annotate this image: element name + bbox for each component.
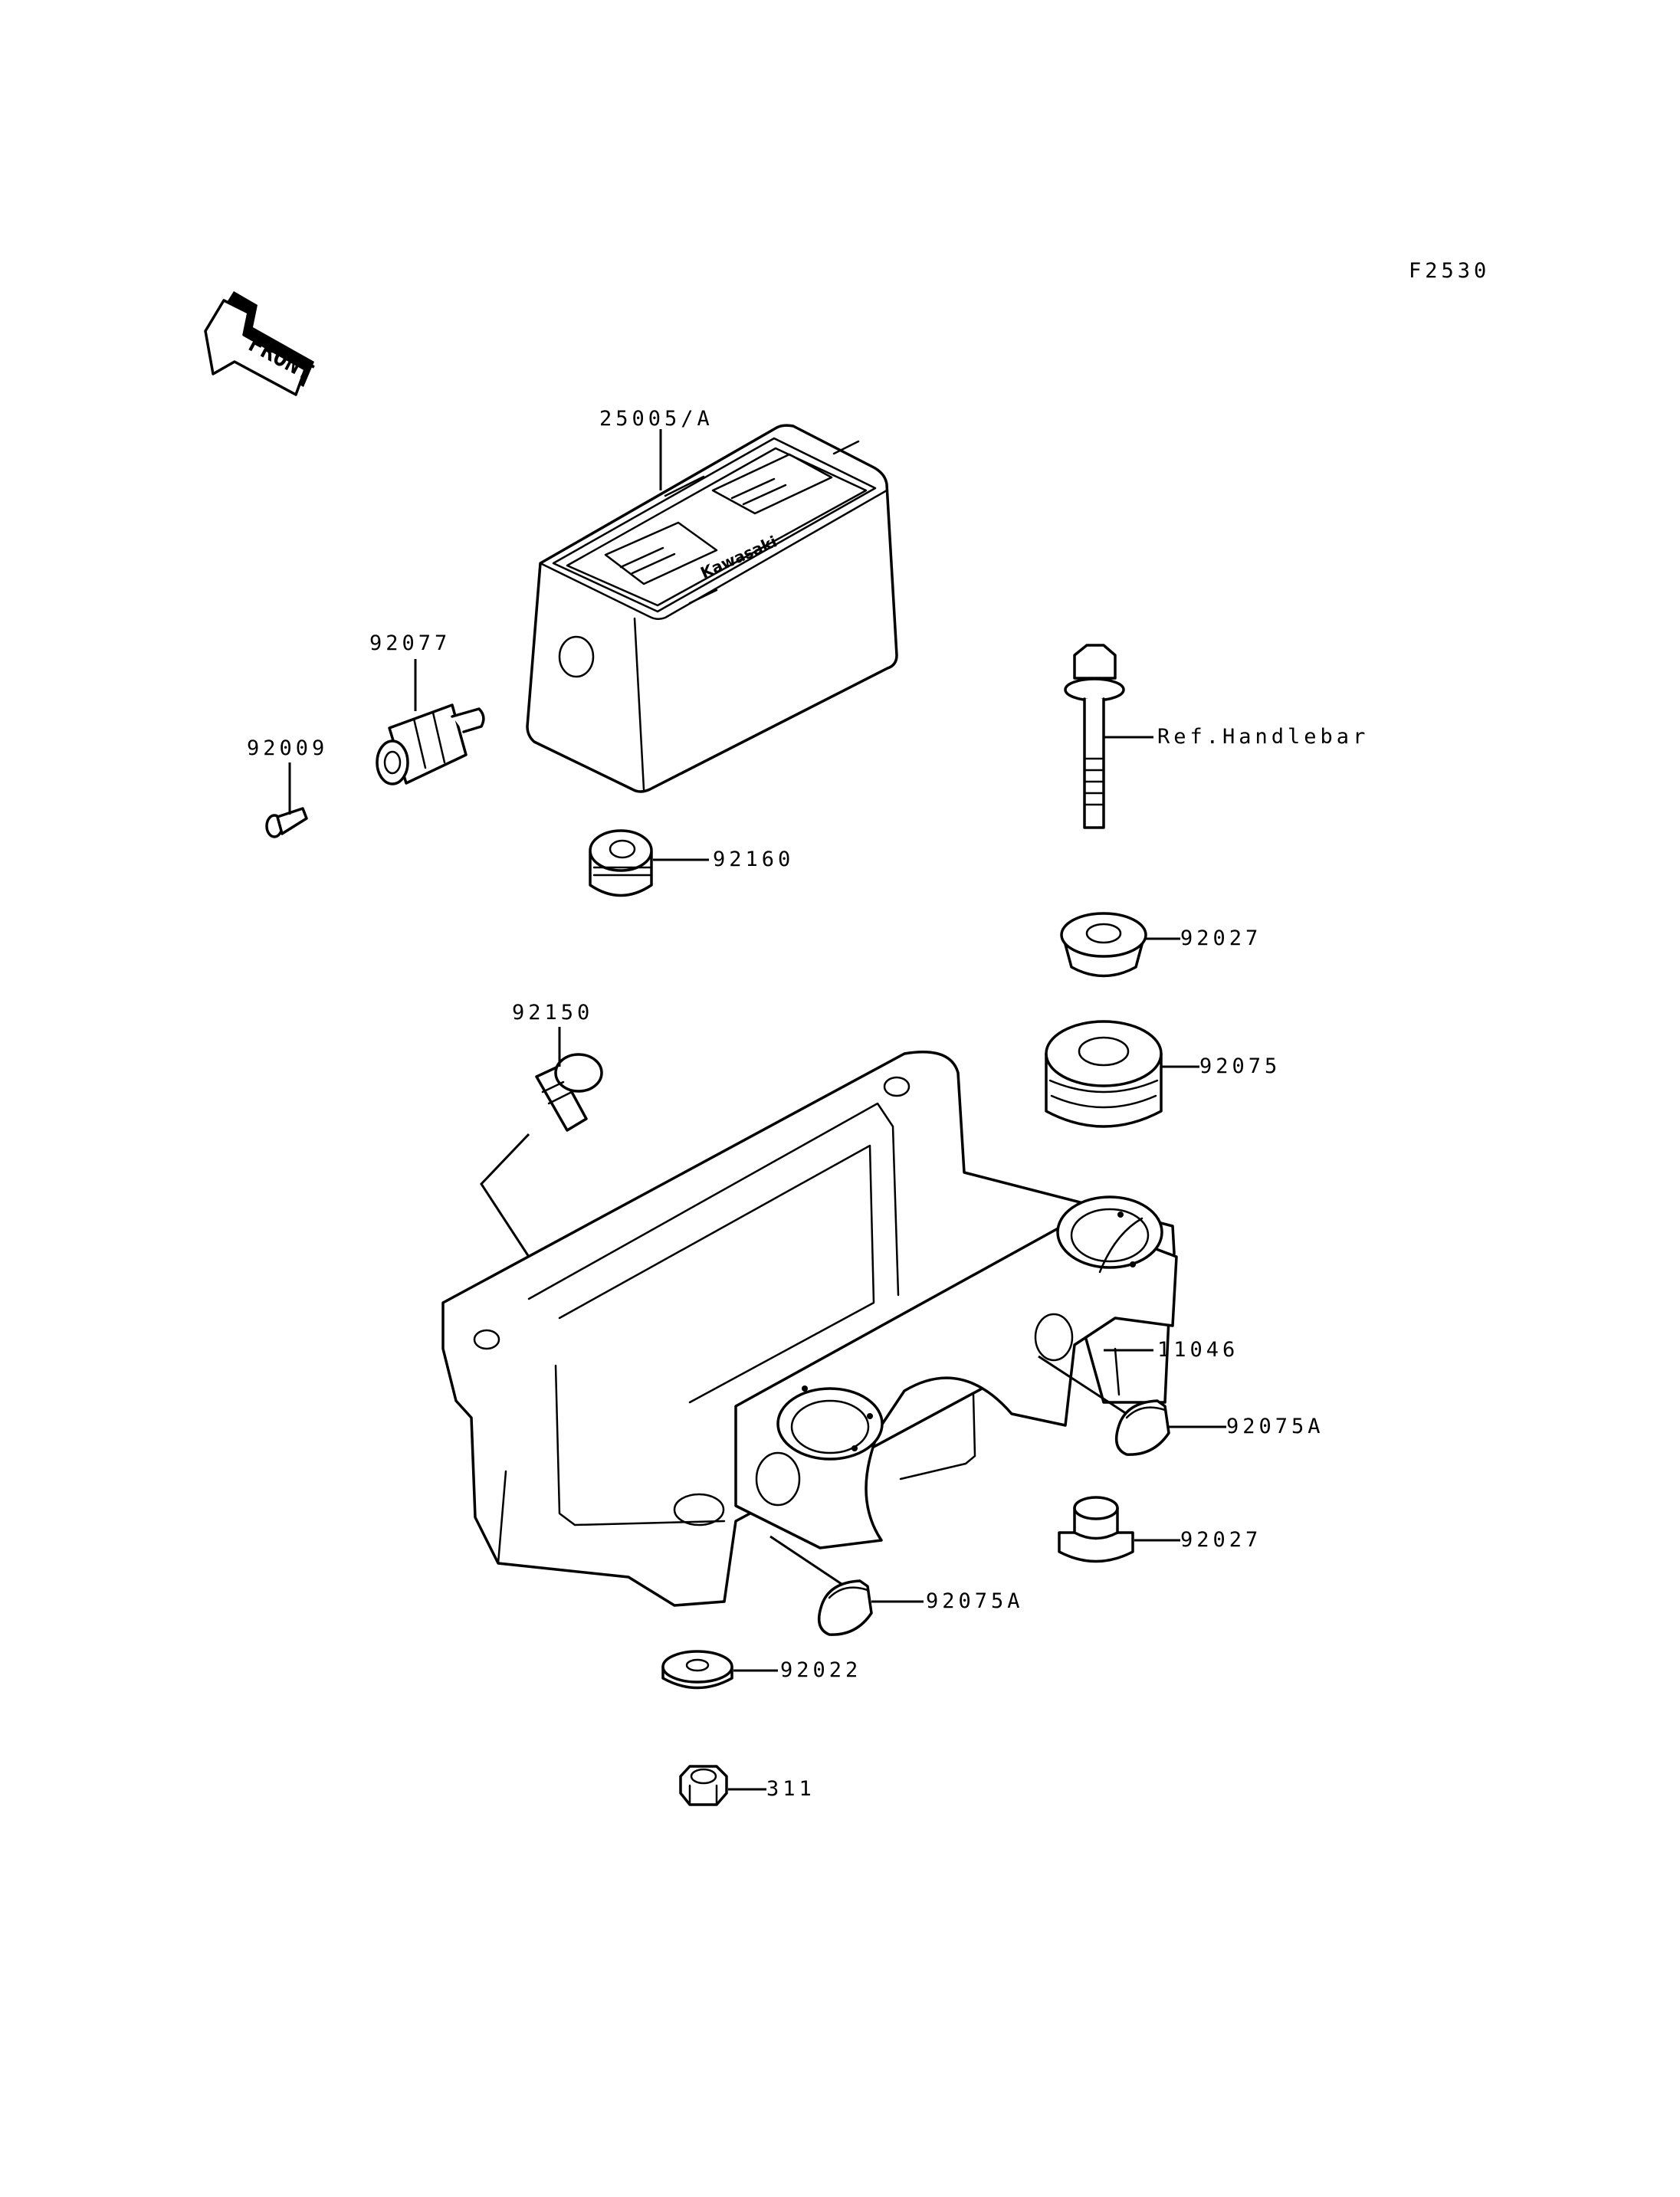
stud-part-icon xyxy=(535,1053,603,1132)
callout-92009: 92009 xyxy=(247,736,328,760)
callout-92027-bottom: 92027 xyxy=(1180,1528,1262,1552)
callout-92160: 92160 xyxy=(713,848,794,871)
callout-92075A-bottom: 92075A xyxy=(926,1589,1024,1613)
callout-ref-handlebar: Ref.Handlebar xyxy=(1157,725,1369,749)
grommet-part-icon xyxy=(589,829,653,897)
front-arrow-icon: FRONT xyxy=(204,291,317,396)
callout-25005A: 25005/A xyxy=(599,407,714,431)
washer-part-icon xyxy=(661,1650,733,1690)
callout-11046: 11046 xyxy=(1157,1338,1239,1362)
screw-part-icon xyxy=(265,807,308,838)
oval-grommet-bottom-part-icon xyxy=(817,1579,873,1636)
callout-92077: 92077 xyxy=(369,631,451,655)
collar-bottom-part-icon xyxy=(1058,1496,1134,1563)
callout-92075: 92075 xyxy=(1199,1054,1281,1078)
collar-part-icon xyxy=(1060,912,1147,978)
callout-92075A-right: 92075A xyxy=(1226,1415,1324,1438)
gear-part-icon xyxy=(376,703,485,785)
callout-92027-top: 92027 xyxy=(1180,926,1262,950)
callout-311: 311 xyxy=(766,1777,815,1801)
bolt-part-icon xyxy=(1064,644,1125,829)
meter-bracket-part xyxy=(441,1051,1178,1607)
oval-grommet-part-icon xyxy=(1114,1399,1170,1456)
figure-code: F2530 xyxy=(1409,259,1490,283)
nut-part-icon xyxy=(679,1765,728,1806)
callout-92022: 92022 xyxy=(780,1658,861,1682)
callout-92150: 92150 xyxy=(512,1001,593,1025)
meter-housing-part: Kawasaki xyxy=(526,424,898,793)
rubber-bushing-part-icon xyxy=(1045,1020,1163,1128)
